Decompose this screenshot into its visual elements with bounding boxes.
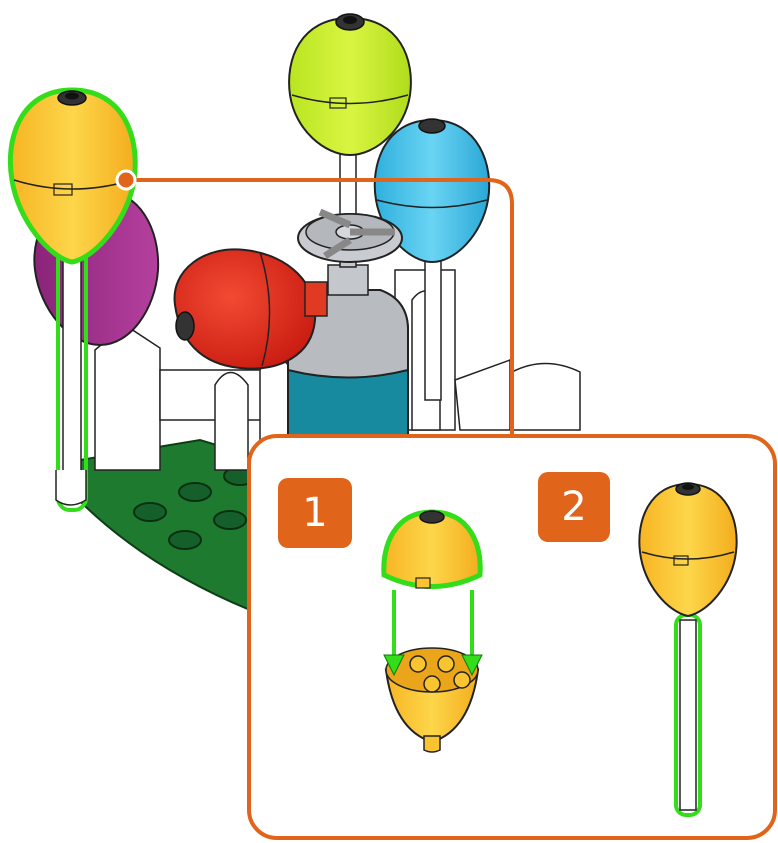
balloon-yellow-icon	[638, 482, 738, 618]
balloon-top-half-icon	[381, 509, 483, 589]
down-arrow-icon	[383, 590, 405, 677]
balloon-yellow-highlighted-icon	[7, 87, 138, 512]
background-assembly	[7, 13, 581, 612]
down-arrow-icon	[461, 590, 483, 677]
step-number-badge-1: 1	[278, 478, 352, 548]
balloon-cyan-icon	[373, 118, 491, 401]
step1-illustration	[381, 509, 483, 753]
step-number-badge-2: 2	[538, 472, 610, 542]
step2-illustration	[638, 482, 738, 817]
balloon-red-icon	[173, 248, 328, 370]
callout-leader	[115, 169, 514, 436]
